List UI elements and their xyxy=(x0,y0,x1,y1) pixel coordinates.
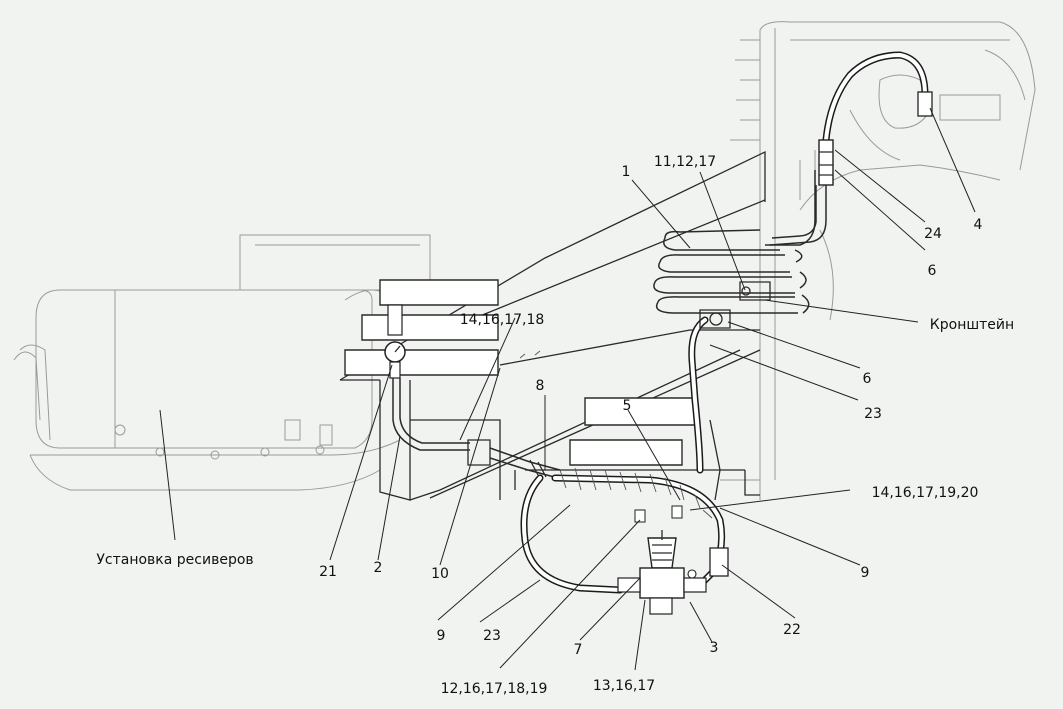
callout-10: 10 xyxy=(431,566,449,582)
pressure-regulator-valve xyxy=(617,505,707,615)
callout-23-right: 23 xyxy=(864,406,882,422)
callout-3: 3 xyxy=(710,640,719,656)
callout-8: 8 xyxy=(536,378,545,394)
callout-5: 5 xyxy=(623,398,632,414)
callout-2: 2 xyxy=(374,560,383,576)
callout-14-16-17-19-20: 14,16,17,19,20 xyxy=(872,485,979,501)
callout-9-right: 9 xyxy=(861,565,870,581)
callout-22: 22 xyxy=(783,622,801,638)
callout-bracket: Кронштейн xyxy=(930,317,1014,333)
callout-labels: 1 11,12,17 4 24 6 Кронштейн 6 14,16,17,1… xyxy=(96,154,1014,697)
pressure-gauge-assembly xyxy=(384,304,470,451)
coiled-air-line xyxy=(653,170,816,314)
callout-6-mid: 6 xyxy=(863,371,872,387)
callout-9-left: 9 xyxy=(437,628,446,644)
callout-13-16-17: 13,16,17 xyxy=(593,678,655,694)
front-wall-panels xyxy=(339,150,766,501)
callout-6-top: 6 xyxy=(928,263,937,279)
callout-receivers: Установка ресиверов xyxy=(96,552,253,568)
upper-hose xyxy=(769,51,933,246)
callout-1: 1 xyxy=(622,164,631,180)
callout-7: 7 xyxy=(574,642,583,658)
callout-4: 4 xyxy=(974,217,983,233)
pipe-with-fitting xyxy=(467,439,561,479)
callout-12-16-17-18-19: 12,16,17,18,19 xyxy=(441,681,548,697)
callout-11-12-17: 11,12,17 xyxy=(654,154,716,170)
callout-21: 21 xyxy=(319,564,337,580)
callout-24: 24 xyxy=(924,226,942,242)
cab-frame xyxy=(720,21,1036,500)
callout-23-bottom: 23 xyxy=(483,628,501,644)
callout-14-16-17-18: 14,16,17,18 xyxy=(460,312,545,328)
leader-lines xyxy=(159,107,976,671)
